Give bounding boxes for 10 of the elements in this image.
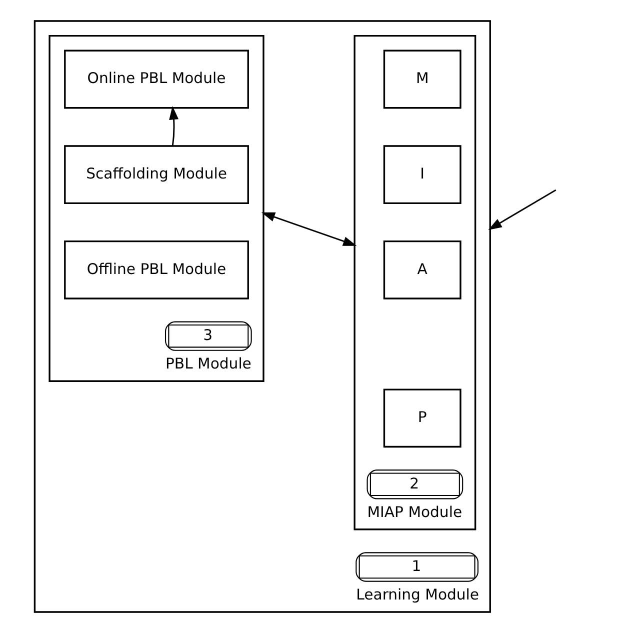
node-box: A <box>382 240 461 300</box>
arrow <box>488 189 556 230</box>
node-box: Online PBL Module <box>64 50 248 109</box>
node-box: P <box>382 388 461 448</box>
node-box: Offline PBL Module <box>64 240 248 300</box>
arrow <box>168 106 178 146</box>
arrow <box>260 212 356 246</box>
node-box: Scaffolding Module <box>64 145 248 204</box>
node-box: I <box>382 145 461 204</box>
node-box: M <box>382 50 461 109</box>
